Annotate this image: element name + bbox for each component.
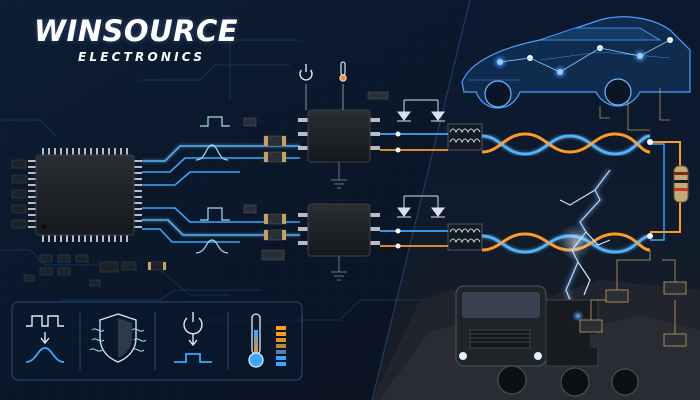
passive-components — [243, 91, 389, 261]
waveform-glyphs — [195, 116, 230, 254]
microcontroller-chip — [28, 148, 142, 242]
termination-resistor — [647, 139, 689, 241]
brand-name: WINSOURCE — [34, 14, 239, 48]
power-on-reset-icon — [174, 312, 212, 363]
brand-logo: WINSOURCE ELECTRONICS — [0, 0, 280, 72]
esd-shield-icon — [89, 313, 147, 363]
brand-subtitle: ELECTRONICS — [78, 50, 206, 64]
truck-illustration — [455, 285, 650, 397]
power-icon — [299, 64, 313, 110]
common-mode-choke — [447, 123, 483, 251]
twisted-pair-cable-top — [481, 132, 651, 158]
protection-diodes — [397, 99, 445, 218]
transceiver-chip-top — [298, 109, 380, 189]
bus-traces — [380, 133, 448, 247]
temperature-gauge-icon — [248, 313, 286, 368]
car-illustration — [461, 16, 691, 109]
ecu-modules — [579, 250, 687, 347]
signal-filtering-icon — [25, 315, 65, 363]
transceiver-chip-bottom — [298, 203, 380, 281]
feature-icon-panel — [11, 301, 303, 381]
thermometer-icon — [339, 61, 347, 110]
divider-line — [371, 0, 471, 400]
